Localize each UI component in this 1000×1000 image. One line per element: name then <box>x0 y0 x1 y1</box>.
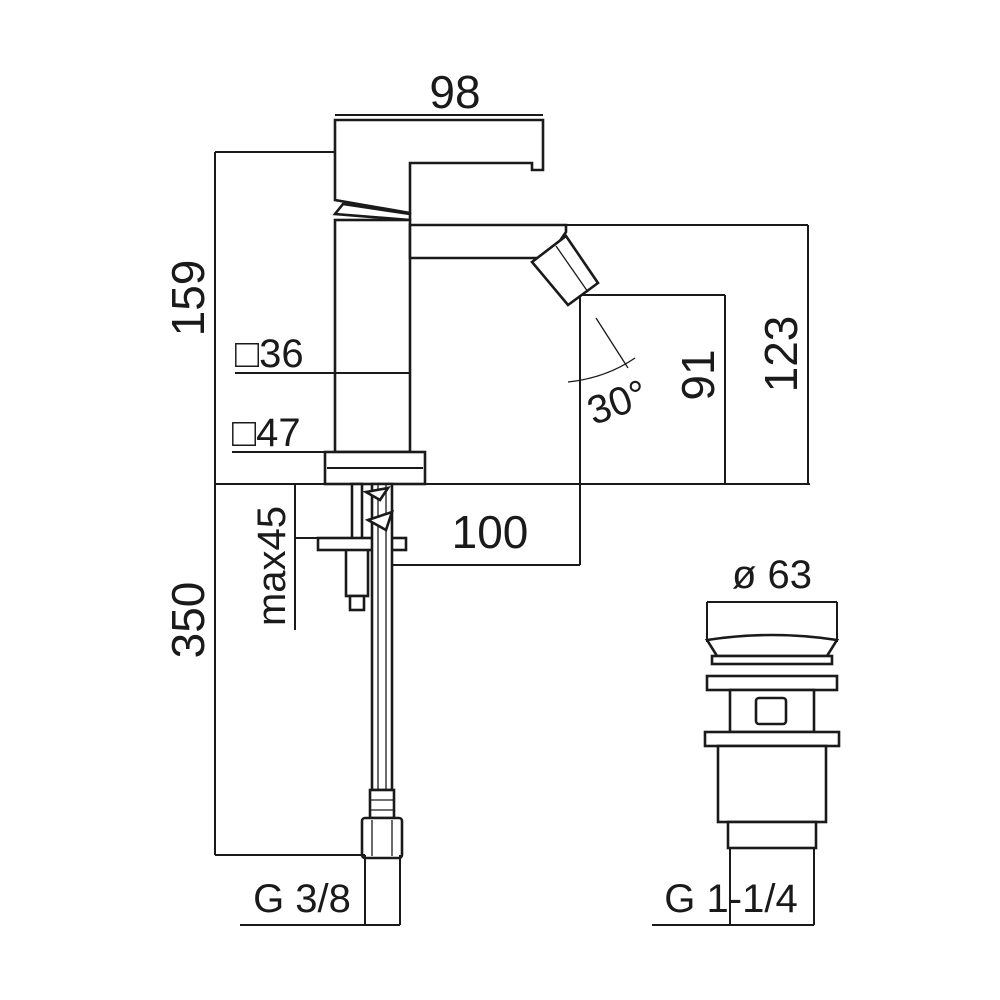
base-square-label: □47 <box>232 411 301 455</box>
spray-angle-label: 30° <box>582 372 654 434</box>
fixing-stud <box>350 482 364 544</box>
hose-thread-label: G 3/8 <box>253 877 351 921</box>
mixer-body <box>333 218 412 454</box>
pop-up-waste <box>703 633 841 850</box>
spout-height-label: 123 <box>755 316 807 393</box>
spout-reach-label: 100 <box>452 506 529 558</box>
max-deck-thickness-label: max45 <box>250 506 294 626</box>
dimension-lines <box>214 114 838 926</box>
waste-cap <box>704 633 840 658</box>
lever-handle <box>333 118 545 215</box>
swivel-nozzle <box>530 234 600 307</box>
mixer-faucet <box>316 118 600 860</box>
body-square-label: □36 <box>235 332 304 376</box>
total-height-label: 159 <box>162 260 214 337</box>
nozzle-height-label: 91 <box>672 349 724 400</box>
waste-diameter-label: ø 63 <box>732 553 812 597</box>
hose-connector-nut <box>360 816 404 860</box>
supply-hose <box>370 482 394 792</box>
spout-width-label: 98 <box>429 66 480 118</box>
hose-length-label: 350 <box>162 582 214 659</box>
waste-thread-label: G 1-1/4 <box>664 877 797 921</box>
